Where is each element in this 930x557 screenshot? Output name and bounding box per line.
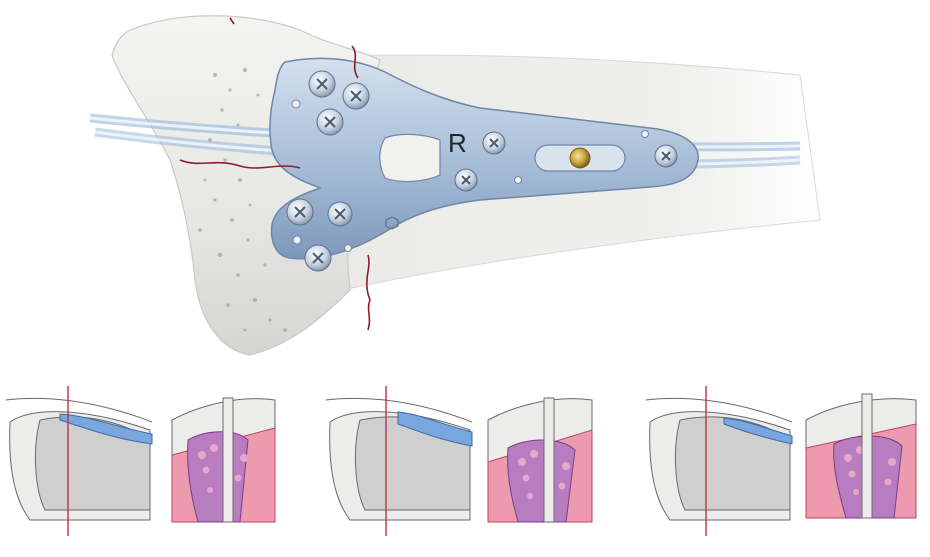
panel-1: [5, 386, 276, 536]
hexagon-marker-icon: [385, 216, 399, 230]
plate-holes: [291, 99, 649, 252]
panel-3: [645, 386, 917, 536]
panel-2: [325, 386, 593, 536]
panel-2-implant: [397, 411, 473, 447]
panel-1-implant: [59, 413, 153, 445]
panel-2-cancellous: [507, 439, 576, 523]
panel-3-skin-line: [645, 397, 793, 423]
plate-side-label: R: [448, 128, 467, 158]
panel-3-implant: [723, 417, 793, 445]
panel-2-wire: [543, 397, 555, 523]
cancellous-pore-icon: [198, 67, 287, 332]
locking-plate: [269, 57, 699, 260]
panel-3-marrow: [674, 416, 791, 511]
locking-screw-icon: [286, 70, 678, 272]
plate-window: [379, 133, 441, 183]
panel-3-wire: [861, 393, 873, 519]
panel-2-skin-line: [325, 397, 473, 423]
panel-2-pores: [518, 450, 570, 499]
panel-1-pores: [198, 444, 248, 493]
panel-1-wire: [222, 397, 234, 523]
fracture-lines: [179, 17, 371, 331]
gold-screw: [569, 147, 591, 169]
